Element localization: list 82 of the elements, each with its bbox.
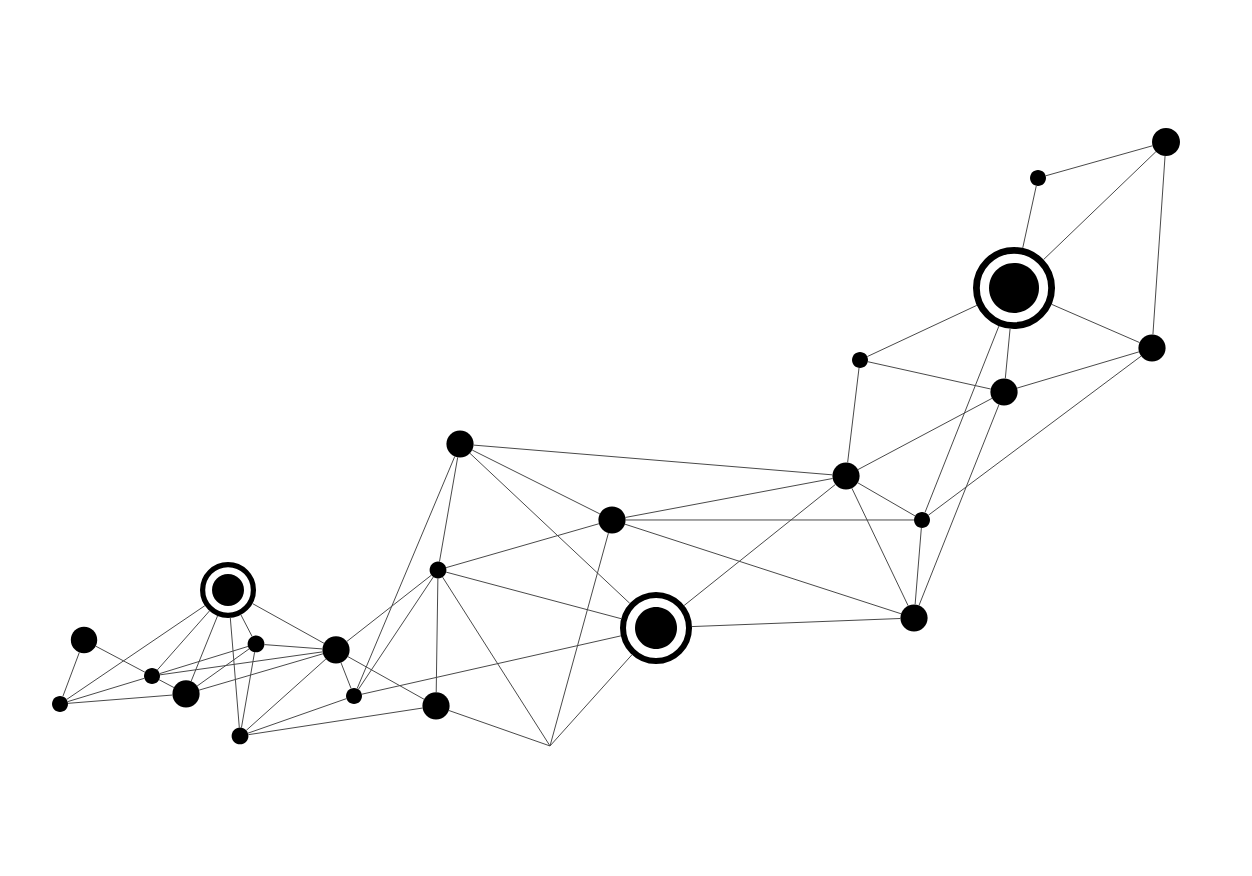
connector-line [247,707,424,736]
connector-line [247,698,347,734]
connector-line [158,679,175,689]
connector-line [471,449,601,515]
network-dot [990,378,1018,406]
connector-line [1045,145,1154,177]
connector-line [691,618,901,628]
connector-line [1051,303,1141,344]
connector-line [67,677,145,703]
connector-line [240,651,256,729]
network-dot [429,561,447,579]
connector-line [442,576,551,747]
connector-line [159,651,324,676]
connector-line [857,397,993,471]
bullseye-node [973,246,1055,329]
connector-line [346,574,432,643]
connector-line [857,482,916,517]
network-dot [52,695,68,712]
connector-line [66,605,206,700]
connector-line [1016,351,1140,389]
connector-line [361,635,622,695]
connector-line [263,644,323,650]
network-dot [914,511,930,528]
connector-line [1152,155,1166,335]
network-dot [1152,127,1180,156]
connector-line [1043,151,1157,261]
network-dot [70,626,98,654]
network-dot [900,604,928,632]
connector-line [435,577,439,693]
connector-line [190,615,219,682]
connector-line [918,404,1000,606]
connector-line [847,367,860,463]
network-dot [1030,169,1046,186]
connector-line [549,654,633,747]
connector-line [1022,185,1037,249]
network-dot [172,680,200,708]
connector-line [851,487,909,607]
connector-line [245,658,327,731]
connector-line [445,523,600,569]
network-dot [832,462,860,490]
network-dot [446,430,474,458]
bullseye-node [620,591,692,664]
connector-line [1004,328,1011,379]
network-dot [346,687,362,704]
connector-line [62,651,80,697]
connector-line [445,571,622,620]
connector-line [624,478,834,518]
network-dot [422,692,450,720]
connector-line [240,614,253,637]
connector-line [469,452,631,604]
connector-line [347,656,425,700]
connector-line [914,527,922,605]
connector-line [624,523,902,615]
connector-line [67,694,173,704]
connector-line [473,444,833,476]
connector-line [927,355,1142,516]
connector-line [625,519,915,521]
connector-line [867,361,992,390]
network-dot [144,667,160,684]
connector-line [95,645,146,673]
connector-line [683,483,836,606]
connector-line [252,603,325,644]
connector-line [866,304,978,358]
connector-line [549,532,609,747]
network-dot [852,351,868,368]
connector-line [159,645,249,675]
connector-line [196,648,250,687]
network-dot [322,636,350,664]
connector-line [229,617,240,729]
connector-line [356,456,456,690]
connector-line [156,610,210,671]
connector-line [448,710,551,747]
connector-line [198,653,324,691]
bullseye-node [200,561,256,618]
connector-line [340,662,352,689]
network-dot [247,635,265,653]
connector-line [438,456,459,563]
network-dot [231,727,249,745]
network-dot [1138,334,1166,362]
network-dot [598,506,626,534]
connector-line [924,325,1000,514]
connector-line [357,576,434,690]
